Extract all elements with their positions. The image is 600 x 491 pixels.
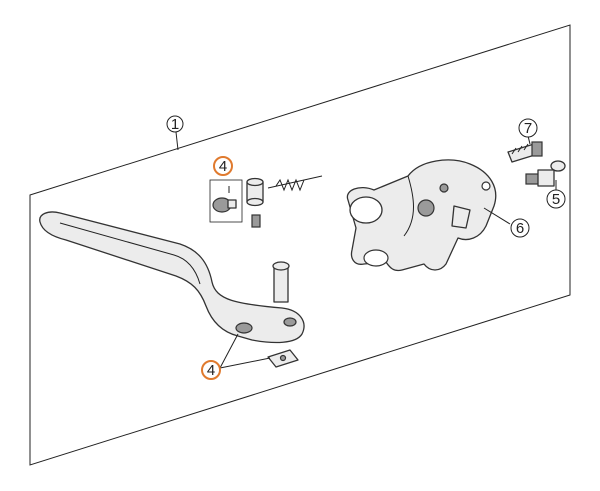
callout-7[interactable]: 7 [518,118,538,138]
callout-5[interactable]: 5 [546,189,566,209]
master-cylinder-housing [346,159,497,272]
hose-fitting [525,160,566,187]
lever-adjust-hole [283,317,297,327]
callout-4-top-label: 4 [219,158,227,175]
callout-4-bottom[interactable]: 4 [201,360,221,380]
callout-4-top[interactable]: 4 [213,156,233,176]
callout-1[interactable]: 1 [166,115,184,151]
adjuster-barrel [246,177,264,207]
callout-4-bottom-label: 4 [207,362,215,379]
callout-7-label: 7 [524,120,532,137]
clutch-lever [39,211,305,344]
bleed-screw [507,141,543,163]
push-rod-spring [267,175,323,192]
callout-6-label: 6 [516,220,524,237]
callout-5-label: 5 [552,191,560,208]
set-screw [251,214,261,228]
lever-pivot-hole [235,322,253,334]
lock-plate [267,349,299,368]
adjuster-kit [209,179,243,223]
pivot-pin [272,261,290,303]
callout-6[interactable]: 6 [510,218,530,238]
callout-1-label: 1 [171,116,179,133]
diagram-panel [29,24,571,466]
